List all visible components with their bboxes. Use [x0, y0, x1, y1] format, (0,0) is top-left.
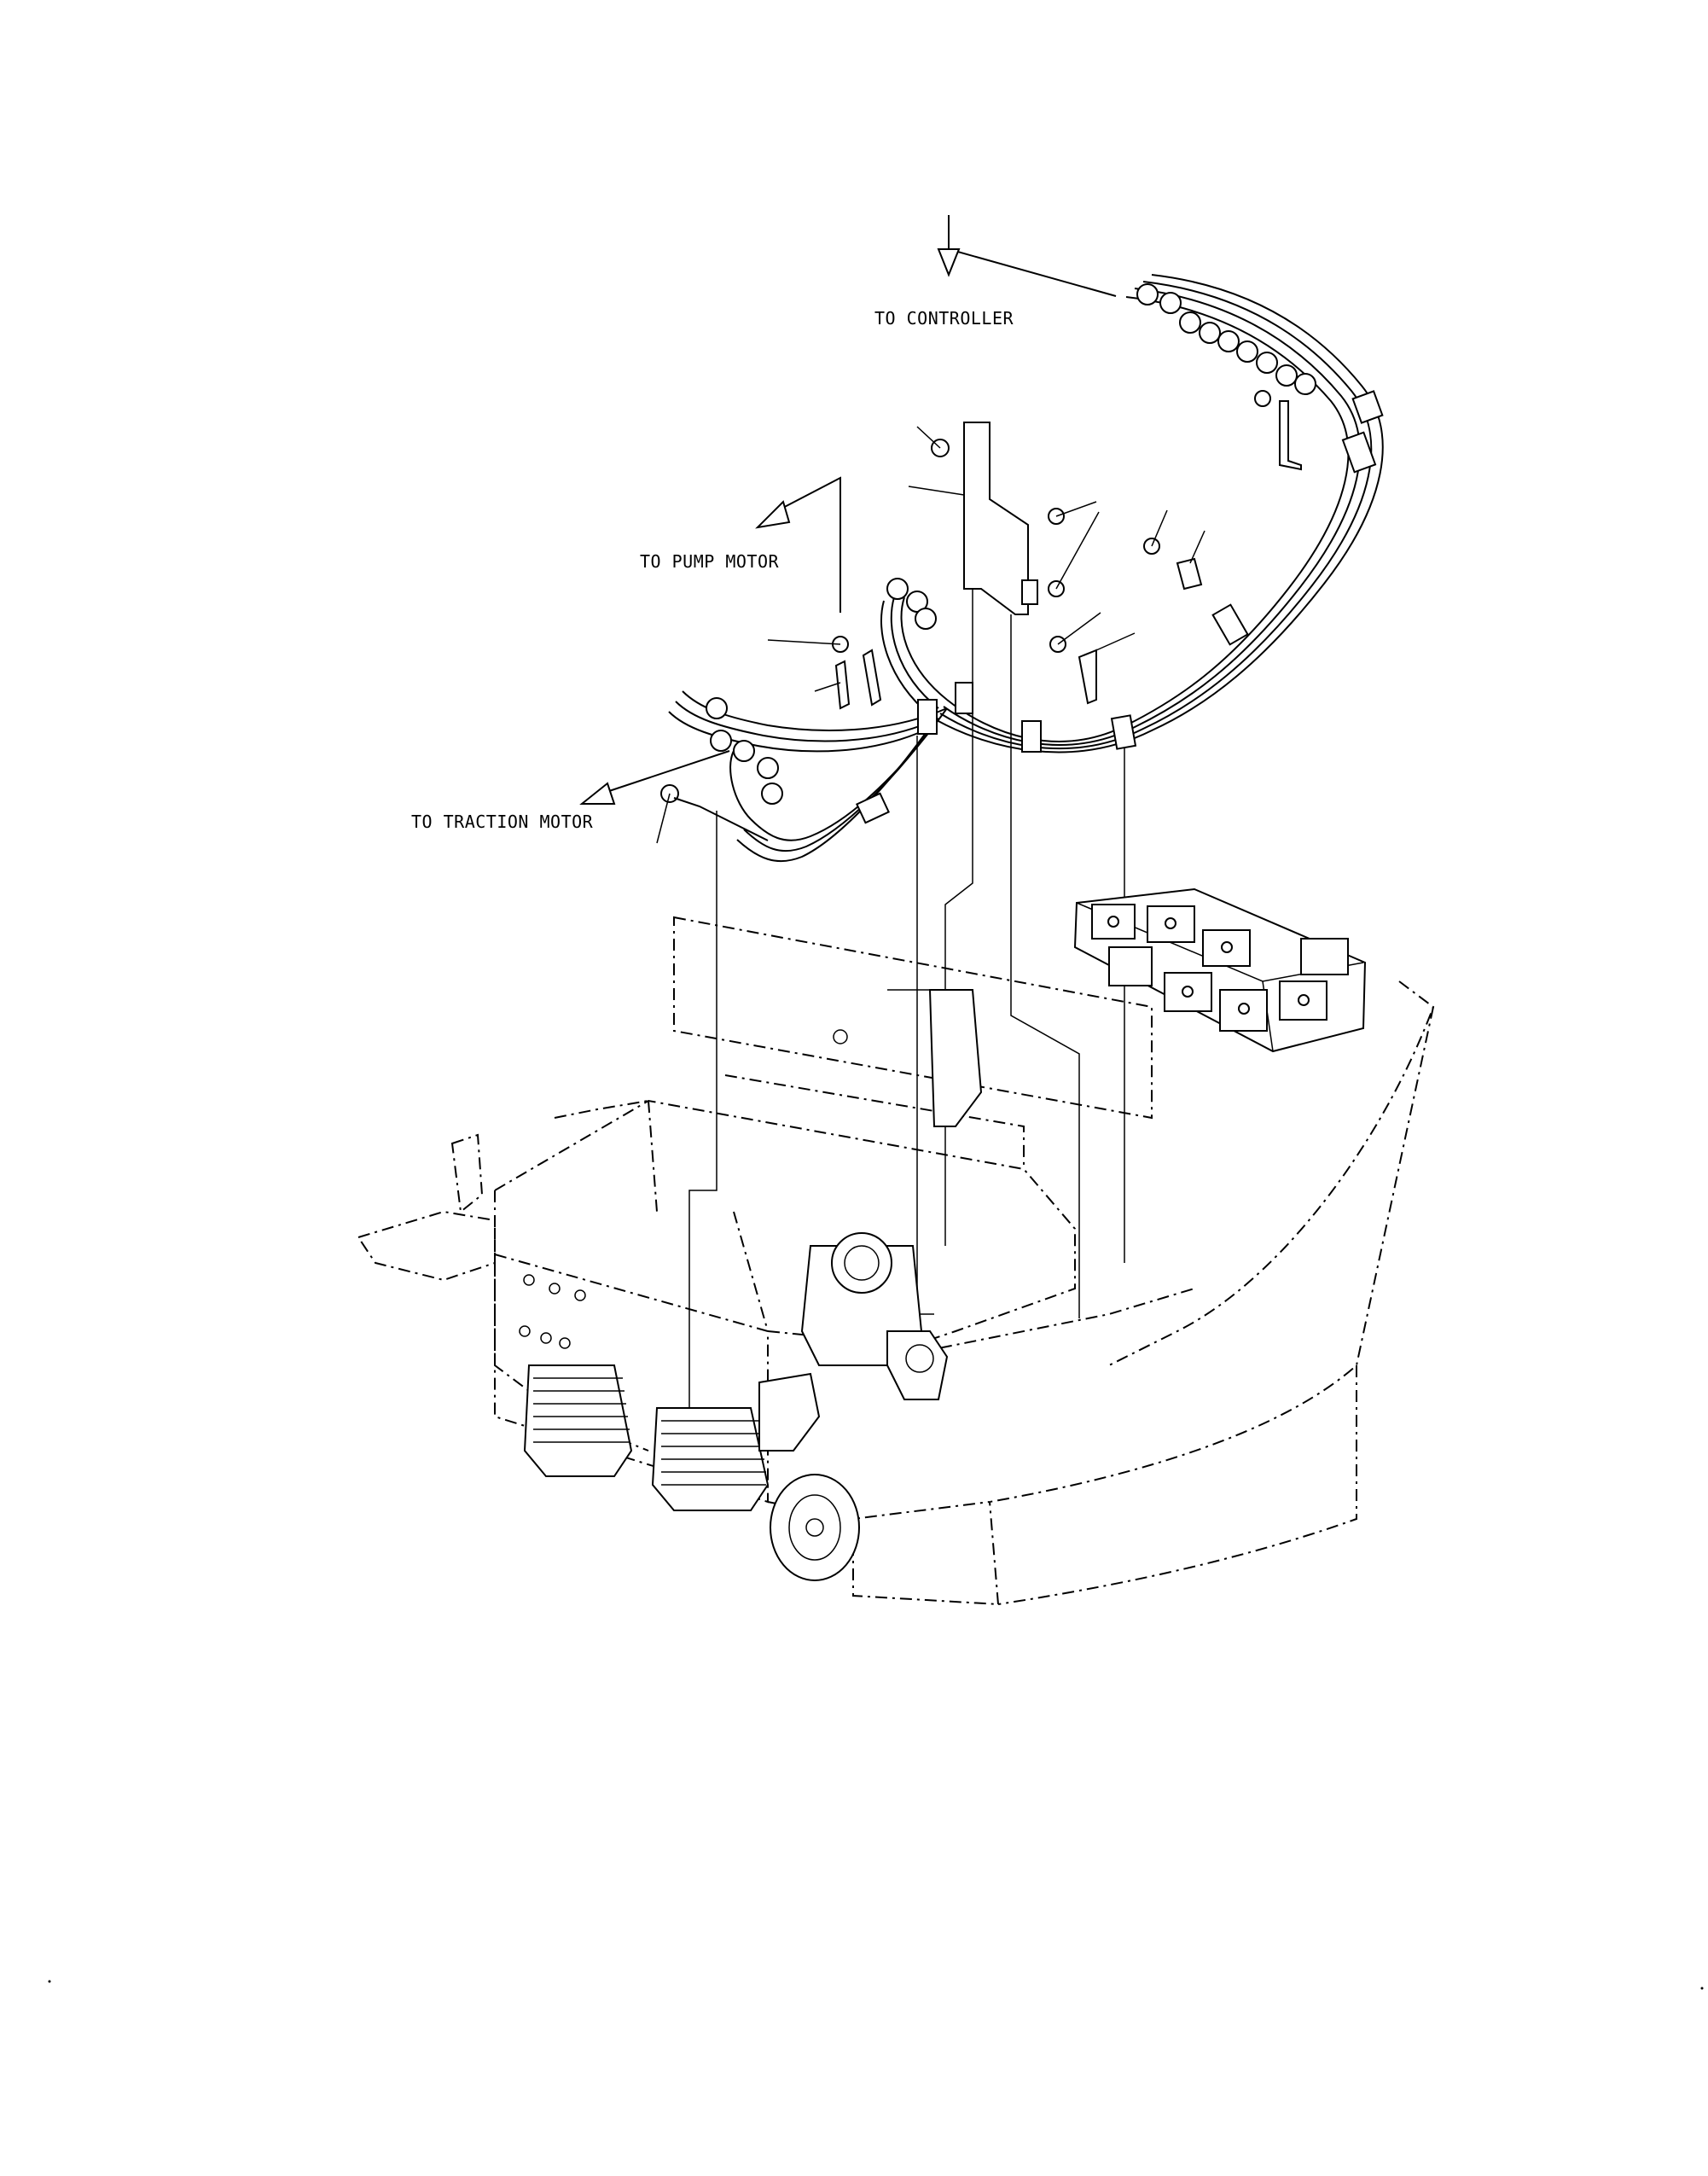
- truck-frame: [357, 916, 1435, 1605]
- fasteners-and-brackets: [656, 390, 1302, 844]
- scan-dot-right: [1700, 1987, 1704, 1990]
- controller-panel: [1073, 887, 1367, 1053]
- pump-motor-connectors: [886, 578, 937, 630]
- label-to-traction-motor: TO TRACTION MOTOR: [411, 812, 594, 832]
- label-to-pump-motor: TO PUMP MOTOR: [640, 551, 779, 572]
- controller-connectors: [1136, 283, 1316, 395]
- label-to-controller: TO CONTROLLER: [874, 308, 1014, 329]
- arrow-to-traction-motor: [579, 750, 730, 805]
- arrow-to-controller: [937, 215, 1117, 297]
- arrow-to-pump-motor: [755, 476, 841, 613]
- harness-clamps: [856, 390, 1384, 824]
- cable-harness: [668, 274, 1384, 863]
- scan-dot-left: [48, 1980, 51, 1983]
- traction-motor-connectors: [706, 697, 783, 805]
